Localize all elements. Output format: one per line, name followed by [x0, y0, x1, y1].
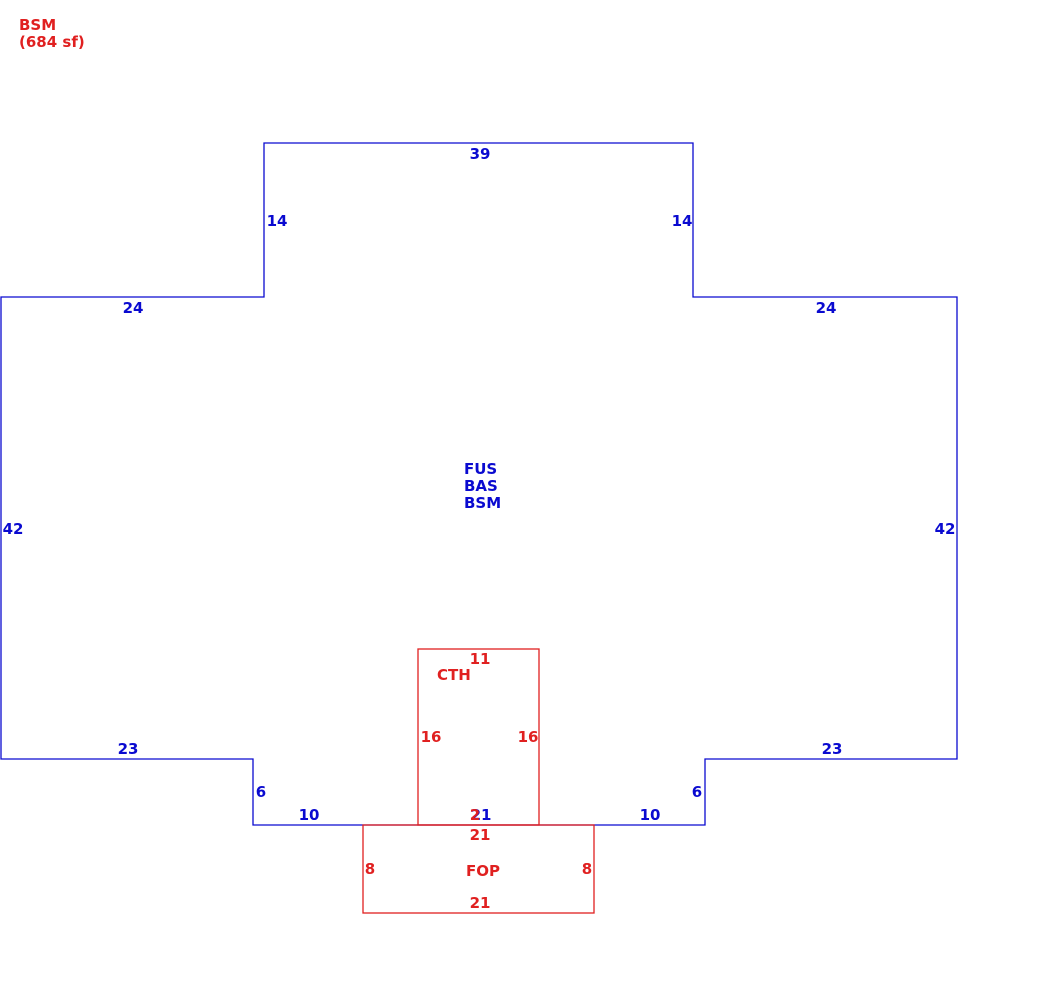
dim-lower-left-bottom: 23	[118, 740, 139, 758]
area-label-bas: BAS	[464, 477, 498, 495]
dim-left-step: 6	[256, 783, 266, 801]
area-label-bsm: BSM	[464, 494, 501, 512]
fop-dim-left: 8	[365, 860, 375, 878]
dim-upper-right-side: 14	[672, 212, 693, 230]
cth-labels: 11 CTH 16 16 2	[421, 650, 539, 824]
dim-center-bottom: 21	[471, 806, 492, 824]
dim-left-inner-bottom: 10	[299, 806, 320, 824]
cth-dim-top: 11	[470, 650, 491, 668]
dim-right-inner-bottom: 10	[640, 806, 661, 824]
fop-area-label: FOP	[466, 862, 500, 880]
area-square-footage: (684 sf)	[19, 33, 85, 51]
main-dimension-labels: 39 14 14 24 24 42 42 23 23 6 6 10 10 21	[3, 145, 956, 824]
dim-top: 39	[470, 145, 491, 163]
area-header: BSM (684 sf)	[19, 17, 85, 51]
area-code: BSM	[19, 16, 57, 34]
dim-right-step: 6	[692, 783, 702, 801]
fop-outline	[362, 824, 595, 914]
fop-labels: 21 8 FOP 8 21	[365, 826, 592, 912]
cth-dim-right: 16	[518, 728, 539, 746]
cth-dim-left: 16	[421, 728, 442, 746]
main-area-outline	[0, 142, 958, 826]
area-label-fus: FUS	[464, 460, 497, 478]
dim-upper-left-side: 14	[267, 212, 288, 230]
fop-dim-bottom: 21	[470, 894, 491, 912]
cth-area-label: CTH	[437, 666, 471, 684]
fop-dim-top: 21	[470, 826, 491, 844]
cth-dim-bottom: 2	[470, 806, 480, 824]
dim-right-shoulder: 24	[816, 299, 837, 317]
dim-left-shoulder: 24	[123, 299, 144, 317]
dim-right-side: 42	[935, 520, 956, 538]
dim-left-side: 42	[3, 520, 24, 538]
fop-dim-right: 8	[582, 860, 592, 878]
dim-lower-right-bottom: 23	[822, 740, 843, 758]
main-area-labels: FUS BAS BSM	[464, 460, 501, 512]
